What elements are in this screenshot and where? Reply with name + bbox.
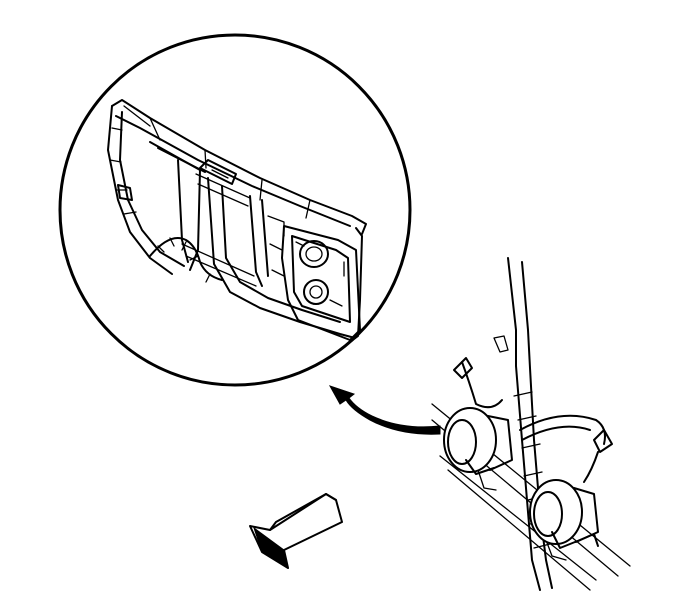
rail-mounts bbox=[477, 469, 567, 561]
upper-beam-top-edge bbox=[111, 99, 367, 235]
horn-right bbox=[519, 414, 613, 549]
headlamp-opening bbox=[281, 225, 361, 341]
horn-right-face bbox=[533, 491, 563, 537]
callout-arrow bbox=[328, 385, 441, 435]
headlamp-socket-lower-inner bbox=[309, 285, 323, 299]
horn-right-lead bbox=[583, 451, 599, 483]
horn-left-connector bbox=[453, 357, 473, 379]
headlamp-housing-outline bbox=[281, 225, 361, 341]
center-frame-right-post-inner bbox=[261, 199, 269, 277]
horn-assembly bbox=[431, 257, 631, 591]
curved-arrow-icon bbox=[328, 385, 441, 435]
horn-left-bracket bbox=[465, 459, 495, 475]
horn-left-body bbox=[443, 407, 497, 473]
mid-panel-details bbox=[267, 215, 285, 277]
headlamp-details bbox=[295, 241, 345, 307]
headlamp-socket-lower bbox=[303, 279, 329, 305]
harness-conduit-right bbox=[521, 261, 553, 589]
panel-wiring-clips bbox=[157, 237, 211, 283]
headlamp-socket-upper bbox=[299, 240, 329, 268]
upper-beam-ribs bbox=[123, 105, 311, 219]
hood-latch-support bbox=[199, 159, 237, 185]
left-pillar-ribs bbox=[109, 127, 137, 215]
horn-right-connector bbox=[593, 429, 613, 453]
center-frame-top-inner bbox=[157, 147, 206, 173]
horn-left-pigtail bbox=[461, 361, 503, 409]
center-frame-bottom-inner bbox=[221, 185, 341, 323]
center-frame-bottom bbox=[207, 177, 356, 339]
horn-right-bracket bbox=[551, 531, 599, 549]
vehicle-front-arrow bbox=[249, 493, 343, 570]
support-rails bbox=[431, 403, 631, 591]
headlamp-housing-inner bbox=[291, 235, 351, 323]
cross-members bbox=[181, 173, 257, 287]
left-pillar-outer bbox=[107, 105, 173, 275]
radiator-support-panel bbox=[107, 99, 367, 343]
block-arrow-shade bbox=[253, 526, 289, 570]
harness-connector bbox=[493, 335, 509, 353]
horn-right-pigtail-upper bbox=[519, 414, 606, 445]
left-pillar-inner bbox=[119, 111, 185, 267]
horn-left-rear bbox=[487, 415, 513, 471]
panel-wiring-harness bbox=[149, 237, 223, 281]
horn-left bbox=[443, 357, 513, 475]
horn-left-face bbox=[447, 419, 477, 465]
headlamp-socket-upper-inner bbox=[305, 246, 323, 262]
block-arrow-top-face bbox=[269, 493, 337, 531]
center-frame-right-post bbox=[249, 195, 263, 287]
hood-latch-detail bbox=[211, 169, 229, 179]
right-end-bracket bbox=[349, 227, 363, 343]
center-frame-left-inner bbox=[177, 159, 189, 263]
left-pillar-bracket bbox=[117, 184, 133, 201]
horn-right-pigtail-lower bbox=[521, 425, 591, 441]
horn-right-body bbox=[529, 479, 583, 545]
callout-circle bbox=[58, 33, 412, 387]
